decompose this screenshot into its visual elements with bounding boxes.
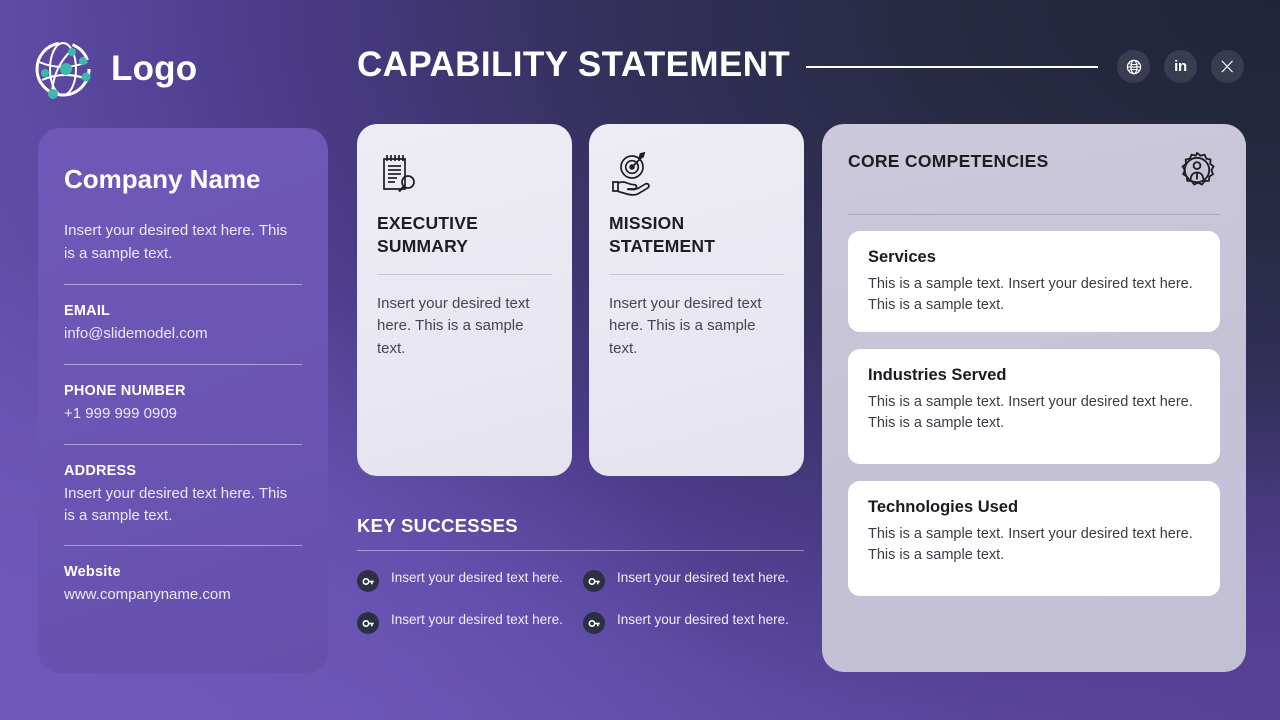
logo-text: Logo [111,49,198,88]
linkedin-label: in [1174,58,1187,75]
logo[interactable]: Logo [30,36,197,102]
executive-summary-card: EXECUTIVE SUMMARY Insert your desired te… [357,124,572,476]
hand-target-icon [609,152,784,198]
field-value[interactable]: +1 999 999 0909 [64,405,178,423]
list-item-text: Insert your desired text here. [617,570,789,585]
card-title: EXECUTIVE SUMMARY [377,213,478,256]
key-successes-list: Insert your desired text here. Insert yo… [357,568,804,634]
mission-statement-card: MISSION STATEMENT Insert your desired te… [589,124,804,476]
core-competencies-header: CORE COMPETENCIES [848,150,1220,196]
competency-title: Technologies Used [868,498,1019,517]
field-label: EMAIL [64,303,111,320]
key-icon [357,612,379,634]
competency-text: This is a sample text. Insert your desir… [868,276,1193,314]
header: Logo CAPABILITY STATEMENT in [0,0,1280,120]
list-item: Insert your desired text here. [583,568,804,592]
competency-title: Industries Served [868,366,1007,385]
divider [609,273,784,275]
key-icon [583,570,605,592]
notepad-search-icon [377,152,552,198]
competency-title: Services [868,248,936,266]
card-title: MISSION STATEMENT [609,213,716,256]
field-value: Insert your desired text here. This is a… [64,484,288,524]
divider [64,284,302,286]
divider [64,545,302,547]
competency-card-services[interactable]: Services This is a sample text. Insert y… [848,231,1220,333]
company-description: Insert your desired text here. This is a… [64,222,288,262]
list-item: Insert your desired text here. [357,568,583,592]
linkedin-icon[interactable]: in [1164,50,1197,83]
divider [64,364,302,366]
field-label: Website [64,564,121,581]
page-title: CAPABILITY STATEMENT [357,45,791,84]
list-item: Insert your desired text here. [357,610,583,634]
divider [848,214,1220,215]
globe-network-icon [30,36,96,102]
contact-field-email: EMAIL info@slidemodel.com [64,303,302,345]
list-item-text: Insert your desired text here. [391,570,563,585]
title-divider [806,66,1098,68]
list-item-text: Insert your desired text here. [617,612,789,627]
company-name: Company Name [64,164,261,194]
divider [377,273,552,275]
contact-field-website: Website www.companyname.com [64,564,302,606]
field-label: ADDRESS [64,462,137,479]
company-info-sidebar: Company Name Insert your desired text he… [38,128,328,673]
gear-person-icon [1174,150,1220,196]
contact-field-phone: PHONE NUMBER +1 999 999 0909 [64,383,302,425]
x-twitter-icon[interactable] [1211,50,1244,83]
key-successes-section: KEY SUCCESSES Insert your desired text h… [357,515,804,634]
competency-card-technologies-used[interactable]: Technologies Used This is a sample text.… [848,481,1220,597]
key-icon [583,612,605,634]
contact-field-address: ADDRESS Insert your desired text here. T… [64,463,302,527]
key-icon [357,570,379,592]
divider [64,443,302,445]
field-value[interactable]: info@slidemodel.com [64,325,208,343]
divider [357,550,804,551]
competency-text: This is a sample text. Insert your desir… [868,394,1193,432]
core-competencies-title: CORE COMPETENCIES [848,151,1049,171]
card-text: Insert your desired text here. This is a… [609,294,762,357]
website-globe-icon[interactable] [1117,50,1150,83]
key-successes-title: KEY SUCCESSES [357,515,518,536]
list-item-text: Insert your desired text here. [391,612,563,627]
competency-text: This is a sample text. Insert your desir… [868,526,1193,564]
core-competencies-panel: CORE COMPETENCIES Services This is a sam… [822,124,1246,672]
card-text: Insert your desired text here. This is a… [377,294,530,357]
field-value[interactable]: www.companyname.com [64,586,231,604]
list-item: Insert your desired text here. [583,610,804,634]
social-links: in [1117,50,1244,83]
field-label: PHONE NUMBER [64,383,186,400]
competency-card-industries-served[interactable]: Industries Served This is a sample text.… [848,349,1220,465]
